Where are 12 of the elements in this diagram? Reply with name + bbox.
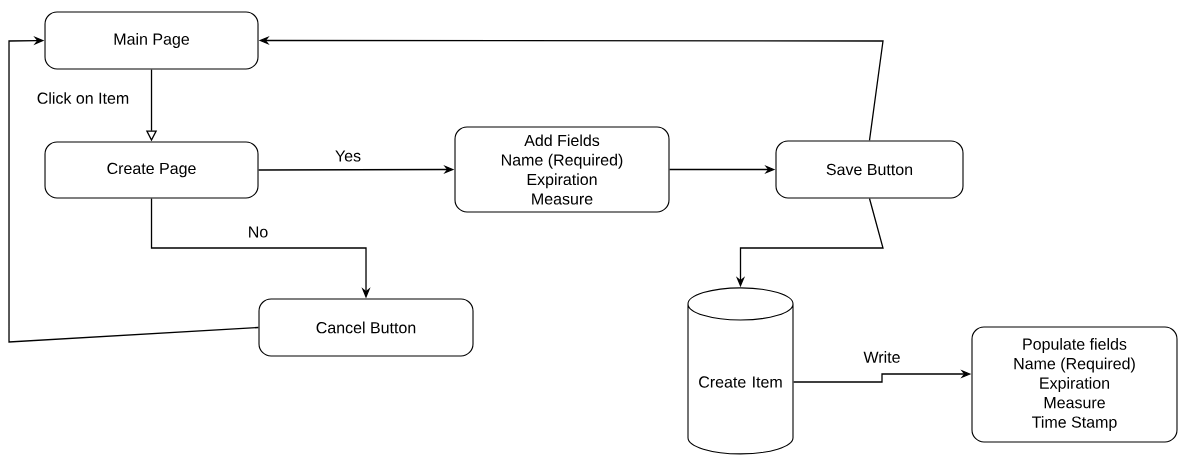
process-box: Save Button (775, 140, 964, 199)
edge-label: Write (862, 350, 902, 364)
arrow (8, 36, 260, 343)
process-box: Cancel Button (258, 298, 474, 357)
process-box: Populate fields Name (Required) Expiration Measure Time Stamp (971, 326, 1178, 443)
process-box: Main Page (44, 11, 259, 70)
process-box: Add Fields Name (Required) Expiration Measure (454, 126, 670, 213)
edge-label: No (246, 225, 270, 239)
database-cylinder: Create Item (687, 287, 794, 455)
process-box: Create Page (44, 141, 259, 199)
edge-label: Click on Item (35, 91, 131, 105)
edge-label: Yes (333, 149, 363, 163)
